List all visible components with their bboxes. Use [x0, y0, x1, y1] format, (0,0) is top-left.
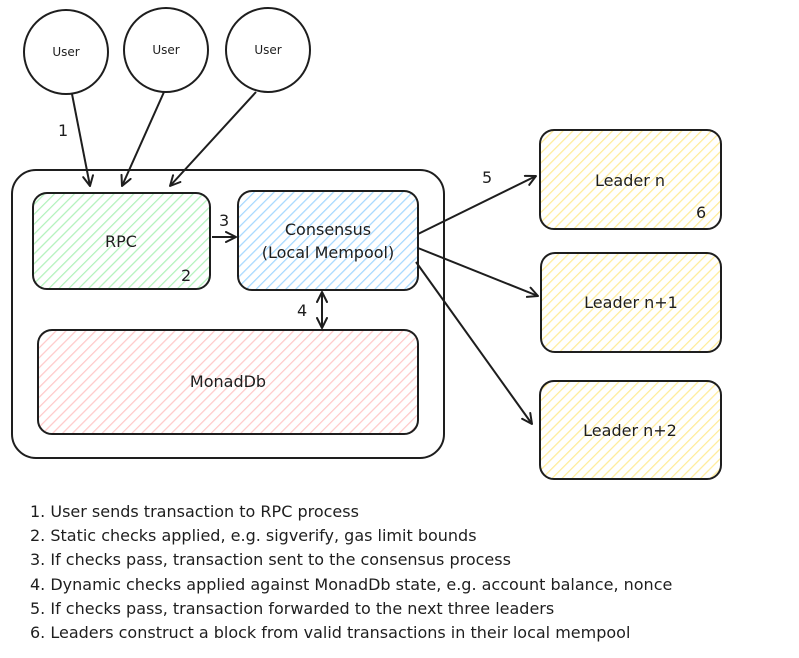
arrow-user2-rpc — [120, 91, 165, 187]
leader-n1-box — [540, 252, 722, 353]
leader-n-box — [539, 129, 722, 230]
user-label-2: User — [152, 43, 179, 57]
arrow-consensus-leader-n2 — [415, 261, 533, 425]
rpc-box — [32, 192, 211, 290]
arrow-consensus-leader-n — [417, 174, 537, 235]
monaddb-label: MonadDb — [190, 372, 266, 391]
leader-n1-label: Leader n+1 — [584, 293, 678, 312]
note-item: 5. If checks pass, transaction forwarded… — [30, 598, 555, 618]
user-label-1: User — [52, 45, 79, 59]
leader-n-label: Leader n — [595, 171, 665, 190]
step-label-6: 6 — [696, 203, 706, 222]
note-item: 6. Leaders construct a block from valid … — [30, 623, 631, 643]
step-label-2: 2 — [181, 266, 191, 285]
note-item: 1. User sends transaction to RPC process — [30, 502, 359, 521]
arrow-user3-rpc — [169, 91, 257, 187]
note-item: 3. If checks pass, transaction sent to t… — [30, 550, 511, 570]
consensus-box — [237, 190, 419, 291]
step-label-1: 1 — [58, 121, 68, 140]
consensus-label: Consensus — [285, 220, 371, 239]
leader-n2-label: Leader n+2 — [583, 421, 677, 440]
user-node-3: User — [225, 7, 311, 93]
arrow-user1-rpc — [71, 93, 94, 187]
step-label-5: 5 — [482, 168, 492, 187]
user-label-3: User — [254, 43, 281, 57]
step-notes: 1. User sends transaction to RPC process… — [30, 500, 672, 645]
monaddb-box — [37, 329, 419, 435]
user-node-1: User — [23, 9, 109, 95]
step-label-4: 4 — [297, 301, 307, 320]
step-label-3: 3 — [219, 211, 229, 230]
note-item: 4. Dynamic checks applied against MonadD… — [30, 574, 673, 594]
rpc-label: RPC — [105, 232, 137, 251]
leader-n2-box — [539, 380, 722, 480]
node-container — [11, 169, 445, 459]
note-item: 2. Static checks applied, e.g. sigverify… — [30, 526, 477, 546]
arrow-consensus-leader-n1 — [417, 247, 539, 298]
consensus-sublabel: (Local Mempool) — [262, 243, 394, 262]
user-node-2: User — [123, 7, 209, 93]
